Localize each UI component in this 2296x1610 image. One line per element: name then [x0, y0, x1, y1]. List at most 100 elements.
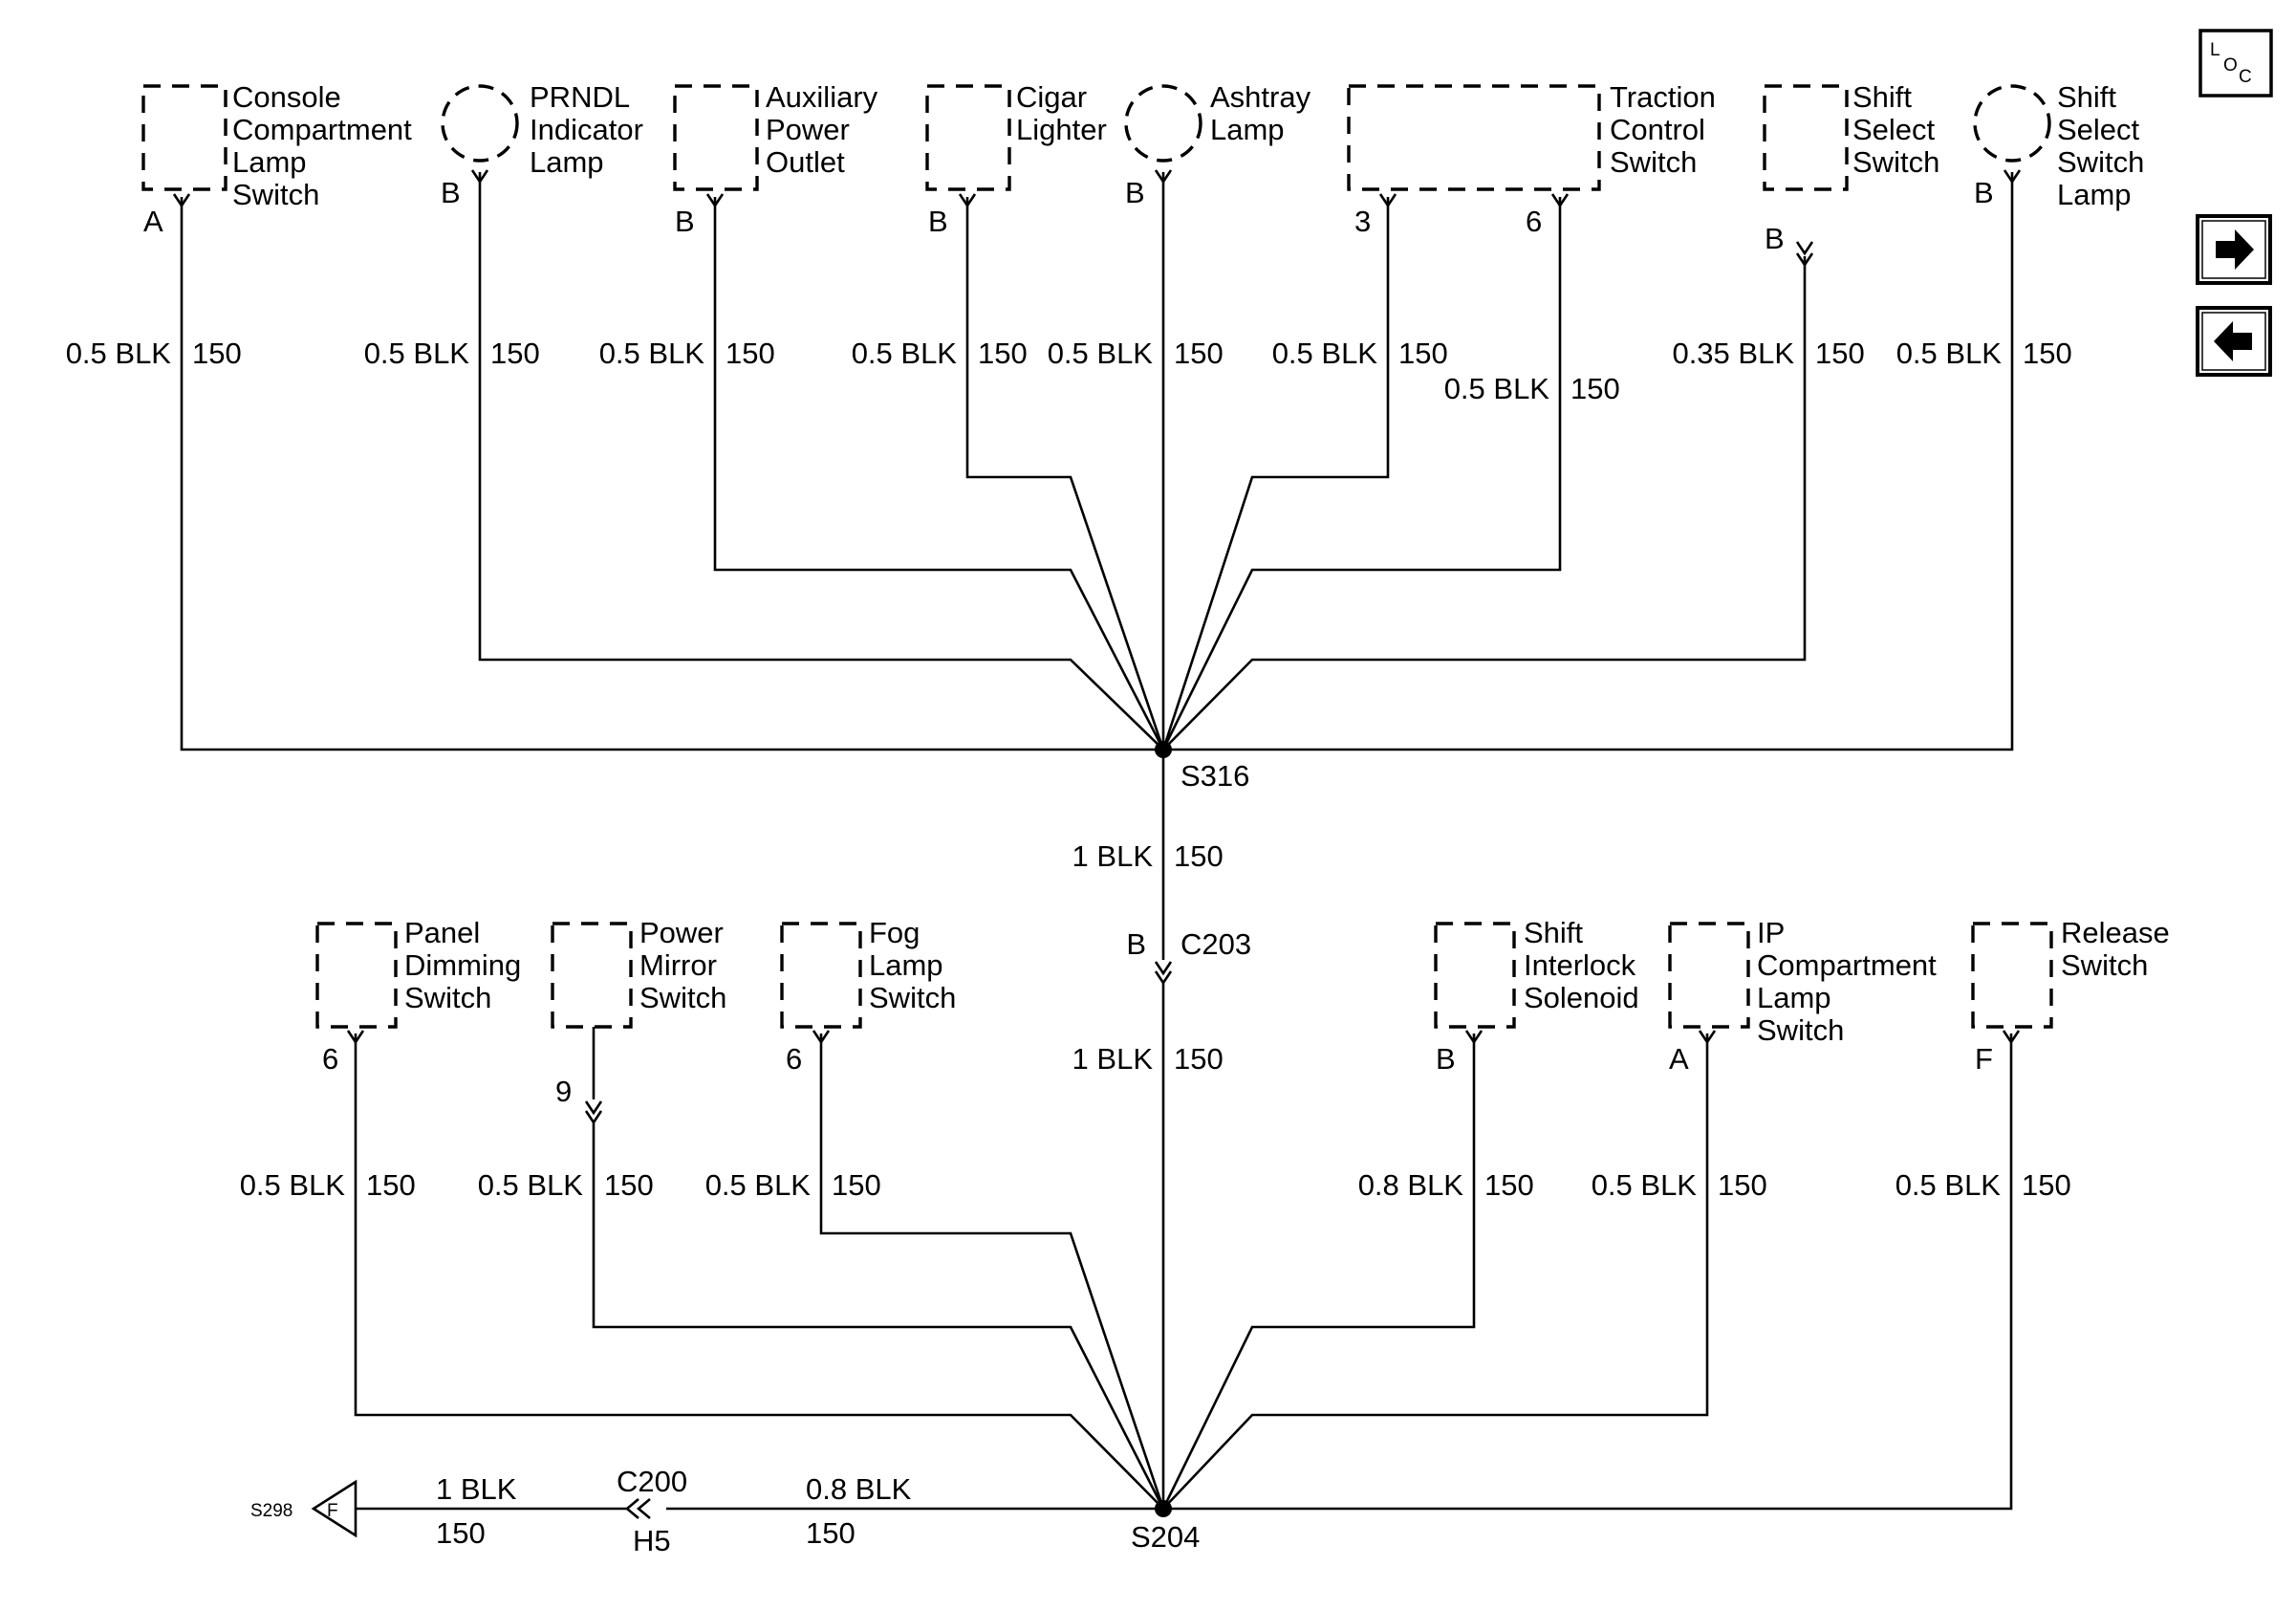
- component-label: Select: [2057, 113, 2140, 146]
- pin-label: B: [675, 205, 695, 238]
- pin-label: 6: [786, 1042, 802, 1076]
- component-label: Release: [2061, 916, 2170, 949]
- connector-c203-label: C203: [1180, 927, 1251, 961]
- wire-circuit-label: 150: [1484, 1168, 1534, 1202]
- upper-wire-labels: 0.5 BLK 150 0.5 BLK 150 0.5 BLK 150 0.5 …: [66, 337, 2072, 405]
- component-label: Console: [232, 80, 341, 114]
- component-label: Lamp: [232, 145, 307, 179]
- component-label: Fog: [869, 916, 920, 949]
- component-label: Shift: [2057, 80, 2116, 114]
- component-auxiliary-power-outlet: Auxiliary Power Outlet B: [673, 80, 878, 238]
- component-label: Switch: [639, 981, 726, 1014]
- wire-size-label: 0.5 BLK: [66, 337, 172, 370]
- reference-label: S298: [250, 1501, 292, 1521]
- off-page-reference-s298[interactable]: F S298: [250, 1479, 357, 1538]
- component-label: Cigar: [1016, 80, 1087, 114]
- component-traction-control-switch: Traction Control Switch 3 6: [1347, 80, 1716, 238]
- component-label: Mirror: [639, 948, 717, 982]
- wire-circuit-label: 150: [2023, 337, 2072, 370]
- wire-size-label: 0.5 BLK: [1048, 337, 1154, 370]
- loc-letter-o: O: [2223, 55, 2238, 76]
- component-ashtray-lamp: Ashtray Lamp B: [1124, 80, 1311, 209]
- right-arrow-icon[interactable]: [2196, 214, 2272, 285]
- component-label: Lamp: [1210, 113, 1285, 146]
- pin-label: 3: [1354, 205, 1371, 238]
- pin-label: A: [143, 205, 163, 238]
- component-label: Power: [766, 113, 850, 146]
- component-label: Dimming: [404, 948, 521, 982]
- pin-label: B: [441, 176, 461, 209]
- splice-label: S316: [1180, 759, 1249, 793]
- component-label: Lamp: [2057, 178, 2132, 211]
- wire-circuit-label: 150: [832, 1168, 881, 1202]
- wire-size-label: 0.5 BLK: [1592, 1168, 1698, 1202]
- wire-circuit-label: 150: [436, 1516, 486, 1550]
- wire-size-label: 1 BLK: [1072, 1042, 1154, 1076]
- loc-icon[interactable]: L O C: [2199, 29, 2273, 98]
- component-label: Lighter: [1016, 113, 1107, 146]
- component-label: Traction: [1610, 80, 1716, 114]
- wire-size-label: 0.8 BLK: [806, 1472, 912, 1506]
- component-label: Select: [1852, 113, 1936, 146]
- pin-label: B: [1974, 176, 1994, 209]
- wire-size-label: 0.5 BLK: [705, 1168, 812, 1202]
- loc-letter-l: L: [2210, 40, 2220, 60]
- component-shift-select-switch-lamp: Shift Select Switch Lamp B: [1973, 80, 2144, 211]
- connector-pin-label: B: [1126, 927, 1146, 961]
- splice-s204: S204: [1131, 1500, 1200, 1554]
- lower-wires: [354, 1027, 2013, 1511]
- wire-size-label: 0.8 BLK: [1358, 1168, 1464, 1202]
- wire-size-label: 0.5 BLK: [599, 337, 705, 370]
- wire-circuit-label: 150: [806, 1516, 856, 1550]
- pin-label: B: [1436, 1042, 1456, 1076]
- wire-size-label: 1 BLK: [436, 1472, 517, 1506]
- left-arrow-icon[interactable]: [2196, 306, 2272, 377]
- component-prndl-indicator-lamp: PRNDL Indicator Lamp B: [441, 80, 643, 209]
- wire-circuit-label: 150: [192, 337, 242, 370]
- component-label: Shift: [1524, 916, 1583, 949]
- component-label: Switch: [404, 981, 491, 1014]
- ground-path: 1 BLK 150 C200 H5 0.8 BLK 150: [356, 1465, 1163, 1557]
- component-label: Ashtray: [1210, 80, 1311, 114]
- component-label: IP: [1757, 916, 1785, 949]
- main-trunk: 1 BLK 150 B C203 1 BLK 150: [1072, 750, 1251, 1509]
- component-label: Compartment: [232, 113, 412, 146]
- upper-wires: [180, 172, 2014, 751]
- component-shift-interlock-solenoid: Shift Interlock Solenoid B: [1434, 916, 1639, 1076]
- component-label: Panel: [404, 916, 480, 949]
- component-fog-lamp-switch: Fog Lamp Switch 6: [780, 916, 956, 1076]
- wire-circuit-label: 150: [2022, 1168, 2071, 1202]
- wire-size-label: 0.5 BLK: [1895, 1168, 2002, 1202]
- component-label: Auxiliary: [766, 80, 878, 114]
- component-label: Switch: [232, 178, 319, 211]
- component-label: Shift: [1852, 80, 1912, 114]
- component-panel-dimming-switch: Panel Dimming Switch 6: [315, 916, 521, 1076]
- component-label: Outlet: [766, 145, 845, 179]
- wire-size-label: 0.5 BLK: [240, 1168, 346, 1202]
- wire-circuit-label: 150: [1815, 337, 1865, 370]
- connector-c200-label: C200: [617, 1465, 687, 1498]
- component-label: Power: [639, 916, 724, 949]
- wire-size-label: 0.5 BLK: [364, 337, 470, 370]
- wire-circuit-label: 150: [1398, 337, 1448, 370]
- component-power-mirror-switch: Power Mirror Switch 9: [551, 916, 726, 1108]
- component-label: Interlock: [1524, 948, 1636, 982]
- component-shift-select-switch: Shift Select Switch B: [1763, 80, 1939, 255]
- wire-circuit-label: 150: [1570, 372, 1620, 405]
- wire-size-label: 0.35 BLK: [1672, 337, 1794, 370]
- component-label: Solenoid: [1524, 981, 1639, 1014]
- wire-size-label: 0.5 BLK: [1272, 337, 1378, 370]
- component-label: Lamp: [869, 948, 943, 982]
- loc-letter-c: C: [2239, 67, 2252, 87]
- component-label: Lamp: [1757, 981, 1831, 1014]
- reference-letter: F: [327, 1501, 338, 1521]
- wire-circuit-label: 150: [1718, 1168, 1767, 1202]
- component-label: Switch: [1757, 1013, 1844, 1047]
- pin-label: B: [928, 205, 948, 238]
- wire-circuit-label: 150: [604, 1168, 654, 1202]
- component-release-switch: Release Switch F: [1971, 916, 2170, 1076]
- splice-label: S204: [1131, 1520, 1200, 1554]
- wire-circuit-label: 150: [1174, 337, 1224, 370]
- pin-label: 6: [1526, 205, 1542, 238]
